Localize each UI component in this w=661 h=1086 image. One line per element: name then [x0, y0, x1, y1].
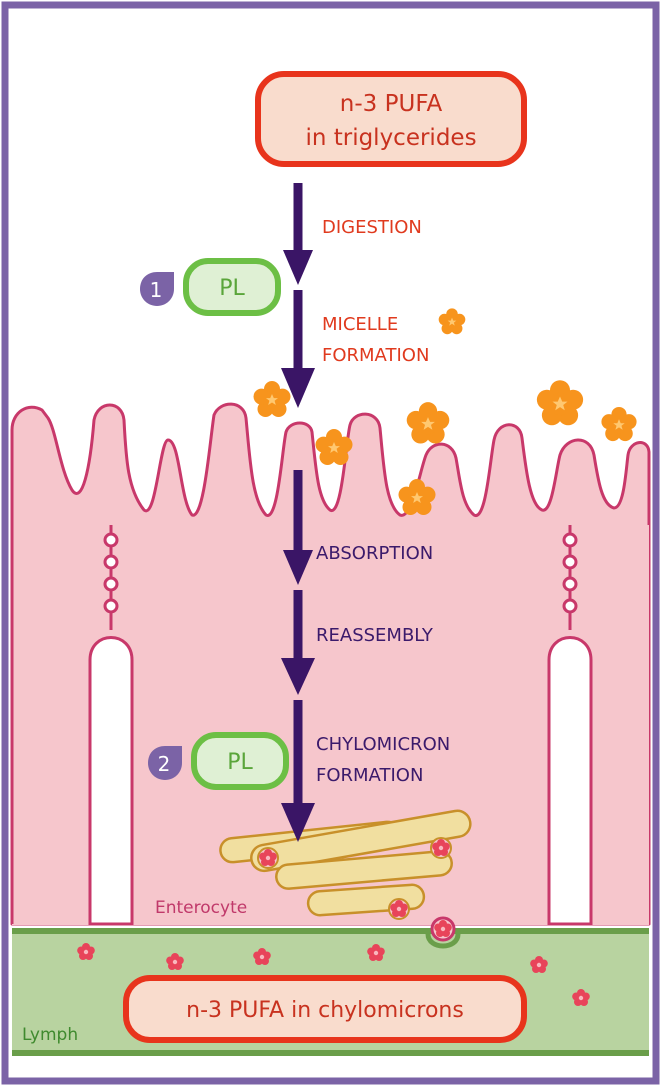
tight-junction-beads-left: [103, 532, 119, 614]
label-reassembly: REASSEMBLY: [316, 625, 434, 646]
pl-box-2-label: PL: [227, 750, 253, 775]
arrowhead-micelle: [281, 368, 315, 408]
pl-box-1: [183, 258, 281, 316]
intercellular-gap-left: [88, 636, 134, 926]
label-digestion: DIGESTION: [322, 217, 422, 238]
label-chylomicron-line2: FORMATION: [316, 765, 423, 786]
arrowhead-digestion: [283, 250, 313, 285]
lymph-label: Lymph: [22, 1025, 78, 1045]
intercellular-gap-right: [547, 636, 593, 926]
enterocyte-label: Enterocyte: [155, 898, 247, 918]
label-micelle-line2: FORMATION: [322, 345, 429, 366]
arrowhead-absorption: [283, 550, 313, 585]
arrowhead-chylomicron: [281, 803, 315, 842]
exocytosis-vesicle: [425, 933, 461, 949]
label-chylomicron-line1: CHYLOMICRON: [316, 734, 450, 755]
source-box-line1: n-3 PUFA: [340, 91, 443, 117]
pl-marker-2: 2 PL: [148, 732, 289, 790]
arrow-heads: [281, 250, 315, 842]
tight-junction-beads-right: [562, 532, 578, 614]
arrowhead-reassembly: [281, 658, 315, 695]
badge-2-number: 2: [158, 752, 171, 776]
badge-2: [148, 746, 182, 780]
label-absorption: ABSORPTION: [316, 543, 433, 564]
pl-marker-1: 1 PL: [140, 258, 281, 316]
badge-1-number: 1: [150, 278, 163, 302]
result-box-text: n-3 PUFA in chylomicrons: [186, 998, 464, 1023]
golgi-chylomicrons: [257, 837, 452, 920]
pl-box-1-label: PL: [219, 276, 245, 301]
label-micelle-line1: MICELLE: [322, 314, 398, 335]
source-box: [255, 71, 527, 167]
badge-1: [140, 272, 174, 306]
result-box: [123, 975, 527, 1043]
source-box-line2: in triglycerides: [305, 125, 476, 151]
pl-box-2: [191, 732, 289, 790]
